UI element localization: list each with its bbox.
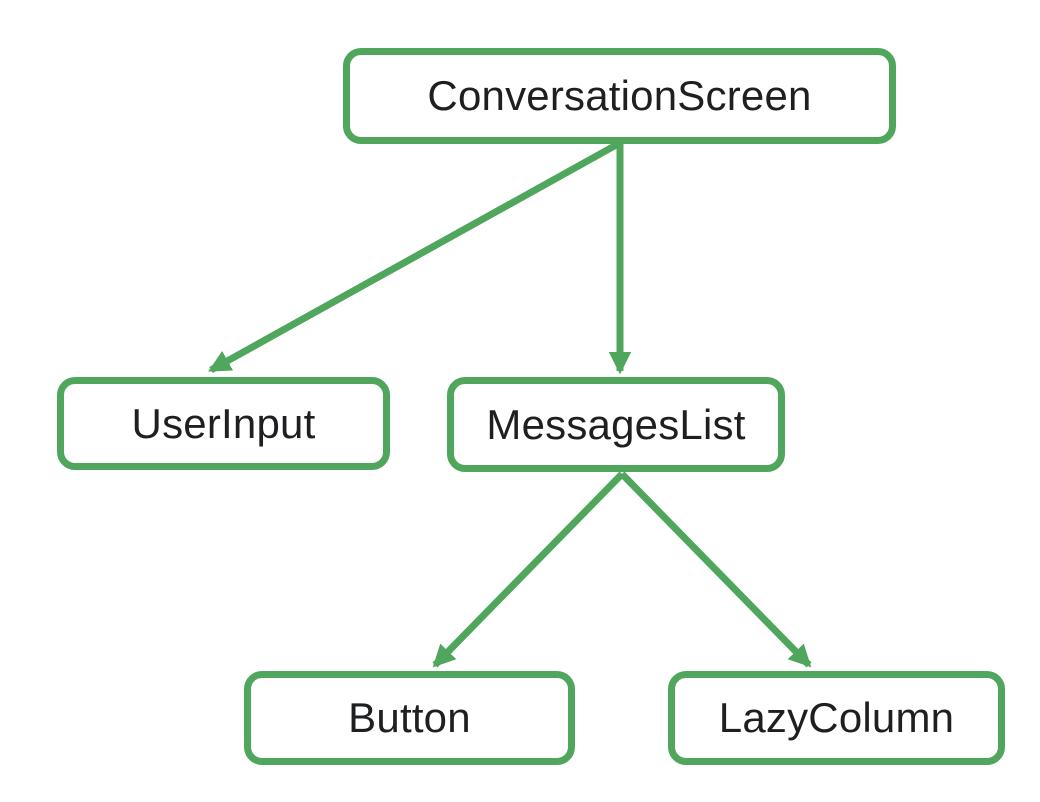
node-messages-list: MessagesList bbox=[447, 377, 785, 472]
edge-conversationscreen-to-userinput bbox=[208, 140, 620, 374]
node-lazy-column-label: LazyColumn bbox=[718, 694, 955, 741]
edge-messageslist-to-lazycolumn bbox=[619, 471, 812, 668]
node-lazy-column: LazyColumn bbox=[668, 671, 1005, 765]
edge-messageslist-to-button bbox=[432, 471, 625, 668]
node-button: Button bbox=[244, 671, 575, 765]
node-messages-list-label: MessagesList bbox=[486, 400, 746, 448]
node-conversation-screen-label: ConversationScreen bbox=[427, 72, 812, 119]
node-user-input: UserInput bbox=[57, 377, 390, 470]
node-conversation-screen: ConversationScreen bbox=[343, 48, 896, 144]
node-button-label: Button bbox=[348, 694, 471, 741]
node-user-input-label: UserInput bbox=[131, 399, 316, 447]
